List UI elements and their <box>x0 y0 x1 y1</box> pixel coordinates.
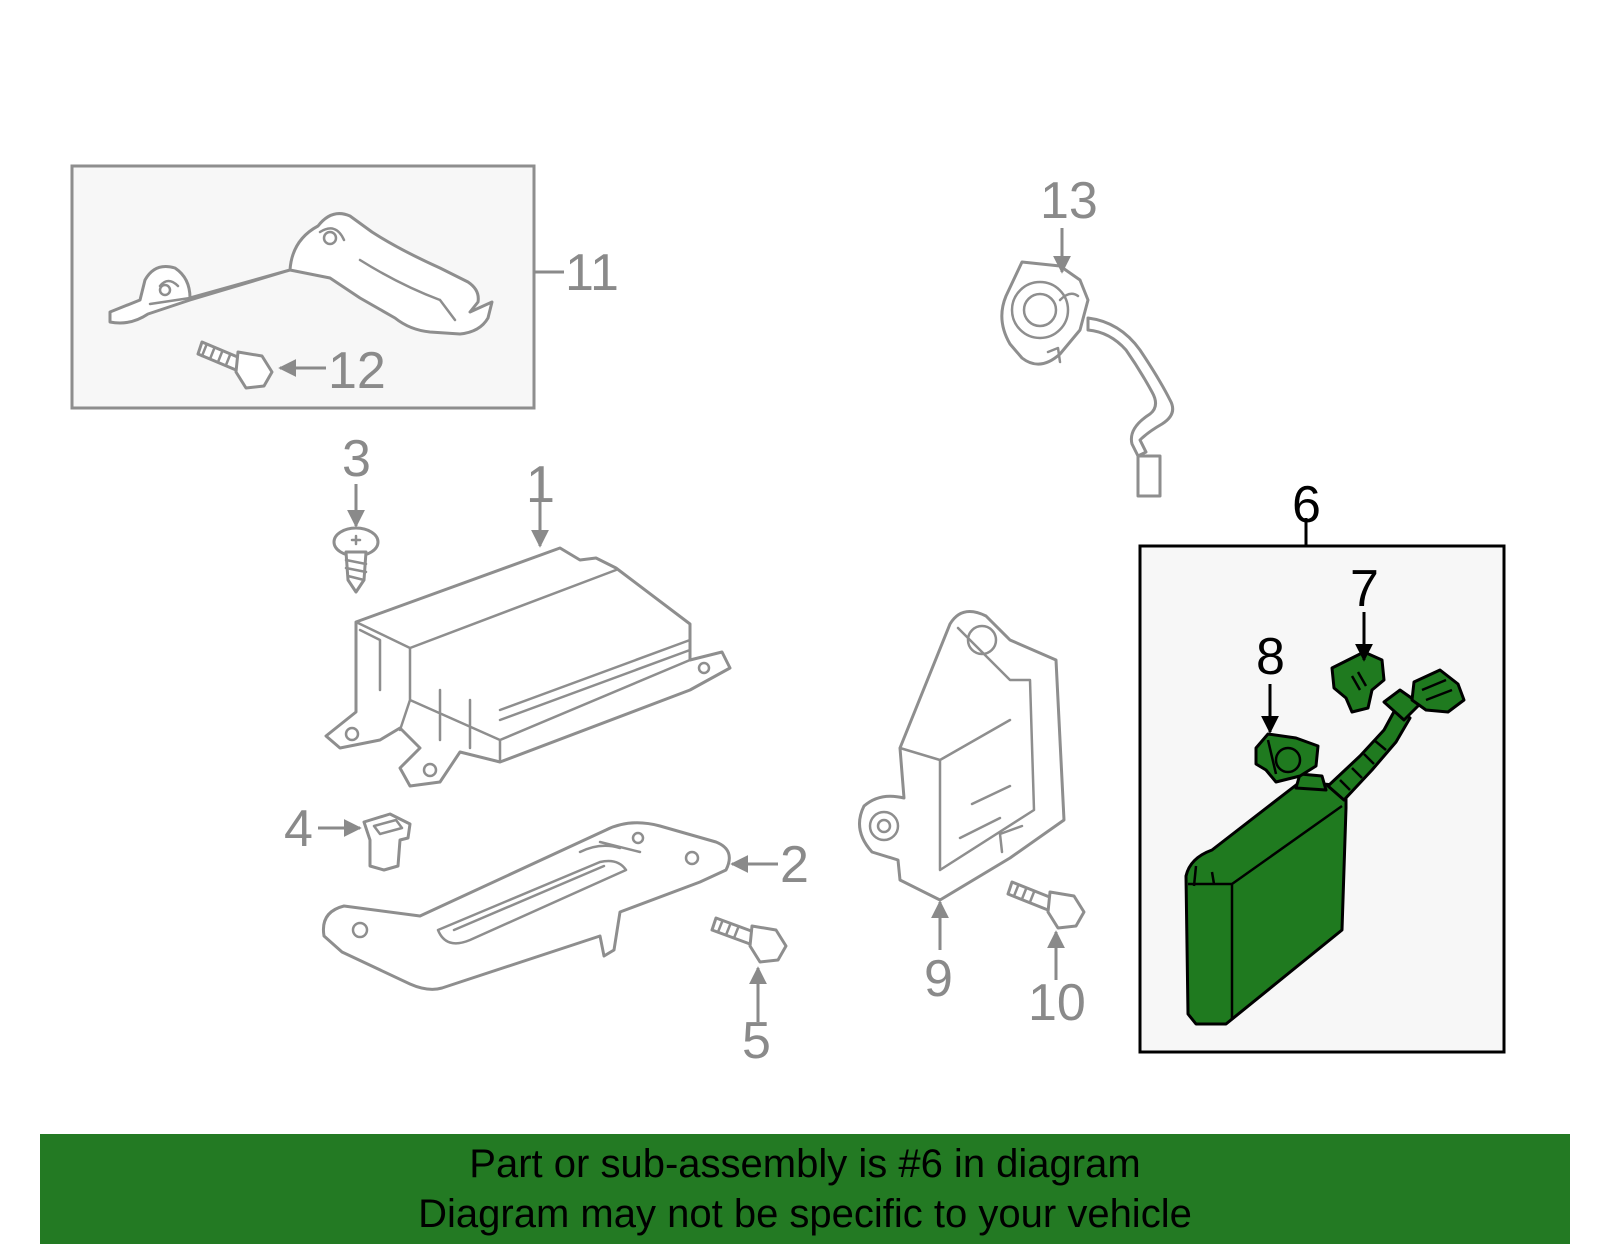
info-banner: Part or sub-assembly is #6 in diagram Di… <box>40 1134 1570 1244</box>
banner-line-2: Diagram may not be specific to your vehi… <box>418 1192 1192 1236</box>
part-8-grommet[interactable] <box>1254 732 1320 784</box>
callout-9: 9 <box>924 950 953 1008</box>
callout-1: 1 <box>526 456 555 514</box>
callout-4: 4 <box>284 800 313 858</box>
part-1-control-module[interactable] <box>324 546 732 788</box>
part-2-mounting-plate[interactable] <box>321 821 731 991</box>
part-11-bracket[interactable] <box>108 212 494 336</box>
part-13-sensor[interactable] <box>1000 260 1175 498</box>
callout-6: 6 <box>1292 476 1321 534</box>
callout-7: 7 <box>1350 560 1379 618</box>
part-4-clip-nut[interactable] <box>362 812 412 872</box>
callout-13: 13 <box>1040 172 1098 230</box>
part-7-clip[interactable] <box>1330 650 1386 714</box>
callout-2: 2 <box>780 836 809 894</box>
part-10-bolt[interactable] <box>1006 880 1086 930</box>
callout-5: 5 <box>742 1012 771 1070</box>
banner-line-1: Part or sub-assembly is #6 in diagram <box>469 1142 1141 1186</box>
part-6-sensor-module[interactable] <box>1184 668 1466 1026</box>
part-5-bolt[interactable] <box>710 916 788 964</box>
callout-11: 11 <box>565 244 619 302</box>
callout-8: 8 <box>1256 628 1285 686</box>
callout-3: 3 <box>342 430 371 488</box>
callout-10: 10 <box>1028 974 1086 1032</box>
callout-12: 12 <box>328 342 386 400</box>
part-12-bolt[interactable] <box>196 340 274 390</box>
part-9-bracket[interactable] <box>858 610 1066 902</box>
part-3-screw[interactable] <box>332 526 380 594</box>
